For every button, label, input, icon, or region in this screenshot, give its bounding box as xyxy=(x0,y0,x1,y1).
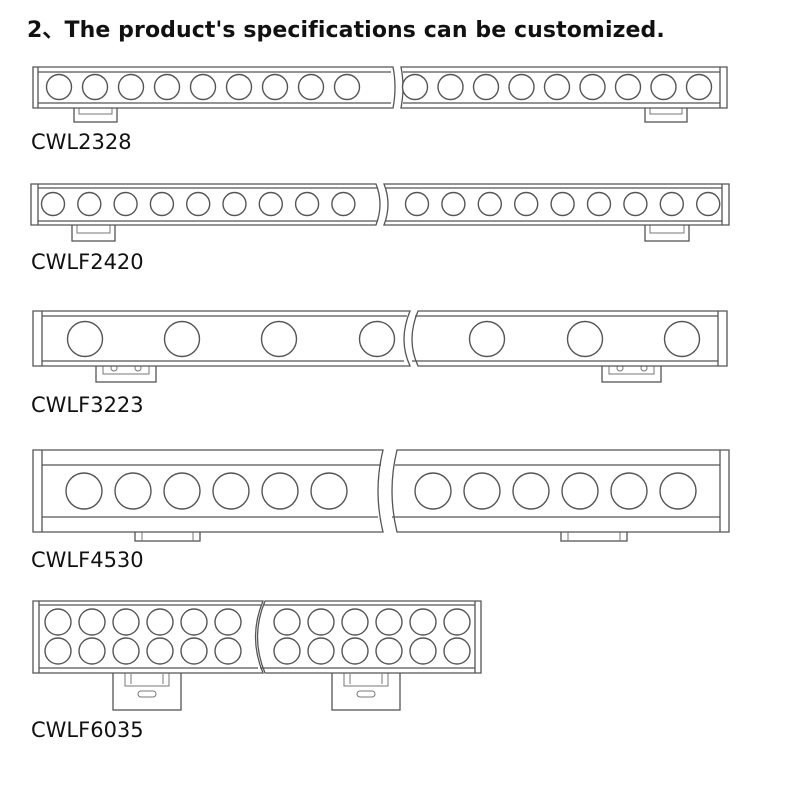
led-lens xyxy=(77,191,102,217)
led-lens xyxy=(45,73,73,101)
led-lens xyxy=(659,472,697,510)
led-lens xyxy=(214,608,242,636)
led-lens xyxy=(180,637,208,665)
led-lens xyxy=(477,191,502,217)
fixture-cwlf3223 xyxy=(32,310,728,383)
led-lens xyxy=(463,472,501,510)
led-lens xyxy=(307,637,335,665)
led-lens xyxy=(586,191,612,217)
led-lens xyxy=(163,472,201,510)
led-lens xyxy=(146,637,174,665)
led-lens xyxy=(623,191,648,217)
led-lens xyxy=(579,73,606,101)
led-lens xyxy=(437,73,464,101)
led-lens xyxy=(512,472,550,510)
fixture-cwlf2420 xyxy=(30,183,730,242)
model-label-cwlf4530: CWLF4530 xyxy=(31,548,144,572)
led-lens xyxy=(65,472,103,510)
fixture-cwlf6035 xyxy=(32,600,482,711)
led-lens xyxy=(404,191,430,217)
led-lens xyxy=(685,73,713,101)
led-lens xyxy=(78,637,106,665)
led-lens xyxy=(550,191,575,217)
led-lens xyxy=(153,73,181,101)
model-label-cwlf6035: CWLF6035 xyxy=(31,718,144,742)
led-lens xyxy=(341,608,369,636)
led-lens xyxy=(375,637,403,665)
led-lens xyxy=(561,472,599,510)
mounting-bracket xyxy=(331,670,401,711)
led-lens xyxy=(696,191,721,217)
led-lens xyxy=(180,608,208,636)
mounting-bracket xyxy=(112,670,182,711)
led-lens xyxy=(185,191,211,217)
led-lens xyxy=(409,637,437,665)
led-lens xyxy=(566,320,604,358)
led-lens xyxy=(358,320,396,358)
led-lens xyxy=(441,191,466,217)
led-lens xyxy=(81,73,109,101)
led-lens xyxy=(261,472,299,510)
led-lens xyxy=(650,73,677,101)
led-lens xyxy=(468,320,506,358)
model-label-cwlf2420: CWLF2420 xyxy=(31,250,144,274)
led-lens xyxy=(189,73,217,101)
led-lens xyxy=(78,608,106,636)
led-lens xyxy=(310,472,348,510)
led-lens xyxy=(214,637,242,665)
led-lens xyxy=(297,73,325,101)
led-lens xyxy=(333,73,361,101)
fixture-cwlf4530 xyxy=(32,449,730,542)
led-lens xyxy=(273,637,301,665)
led-lens xyxy=(514,191,539,217)
led-lens xyxy=(331,191,356,217)
led-lens xyxy=(114,472,152,510)
led-lens xyxy=(659,191,684,217)
model-label-cwl2328: CWL2328 xyxy=(31,130,132,154)
led-lens xyxy=(508,73,535,101)
led-lens xyxy=(112,637,140,665)
led-lens xyxy=(307,608,335,636)
led-lens xyxy=(44,637,72,665)
led-lens xyxy=(113,191,138,217)
led-lens xyxy=(610,472,648,510)
led-lens xyxy=(44,608,72,636)
led-lens xyxy=(401,73,429,101)
led-lens xyxy=(40,191,66,217)
led-lens xyxy=(543,73,571,101)
led-lens xyxy=(163,320,201,358)
led-lens xyxy=(375,608,403,636)
led-lens xyxy=(443,608,471,636)
led-lens xyxy=(472,73,500,101)
led-lens xyxy=(225,73,253,101)
led-lens xyxy=(273,608,301,636)
led-lens xyxy=(66,320,104,358)
led-lens xyxy=(341,637,369,665)
led-lens xyxy=(614,73,642,101)
led-lens xyxy=(294,191,320,217)
led-lens xyxy=(414,472,452,510)
led-lens xyxy=(117,73,145,101)
page-heading: 2、The product's specifications can be cu… xyxy=(27,18,665,43)
led-lens xyxy=(409,608,437,636)
led-lens xyxy=(663,320,701,358)
fixture-cwl2328 xyxy=(32,66,728,123)
led-lens xyxy=(260,320,298,358)
led-lens xyxy=(443,637,471,665)
led-lens xyxy=(212,472,250,510)
led-lens xyxy=(112,608,140,636)
model-label-cwlf3223: CWLF3223 xyxy=(31,393,144,417)
led-lens xyxy=(258,191,283,217)
led-lens xyxy=(222,191,247,217)
led-lens xyxy=(261,73,289,101)
led-lens xyxy=(149,191,175,217)
led-lens xyxy=(146,608,174,636)
